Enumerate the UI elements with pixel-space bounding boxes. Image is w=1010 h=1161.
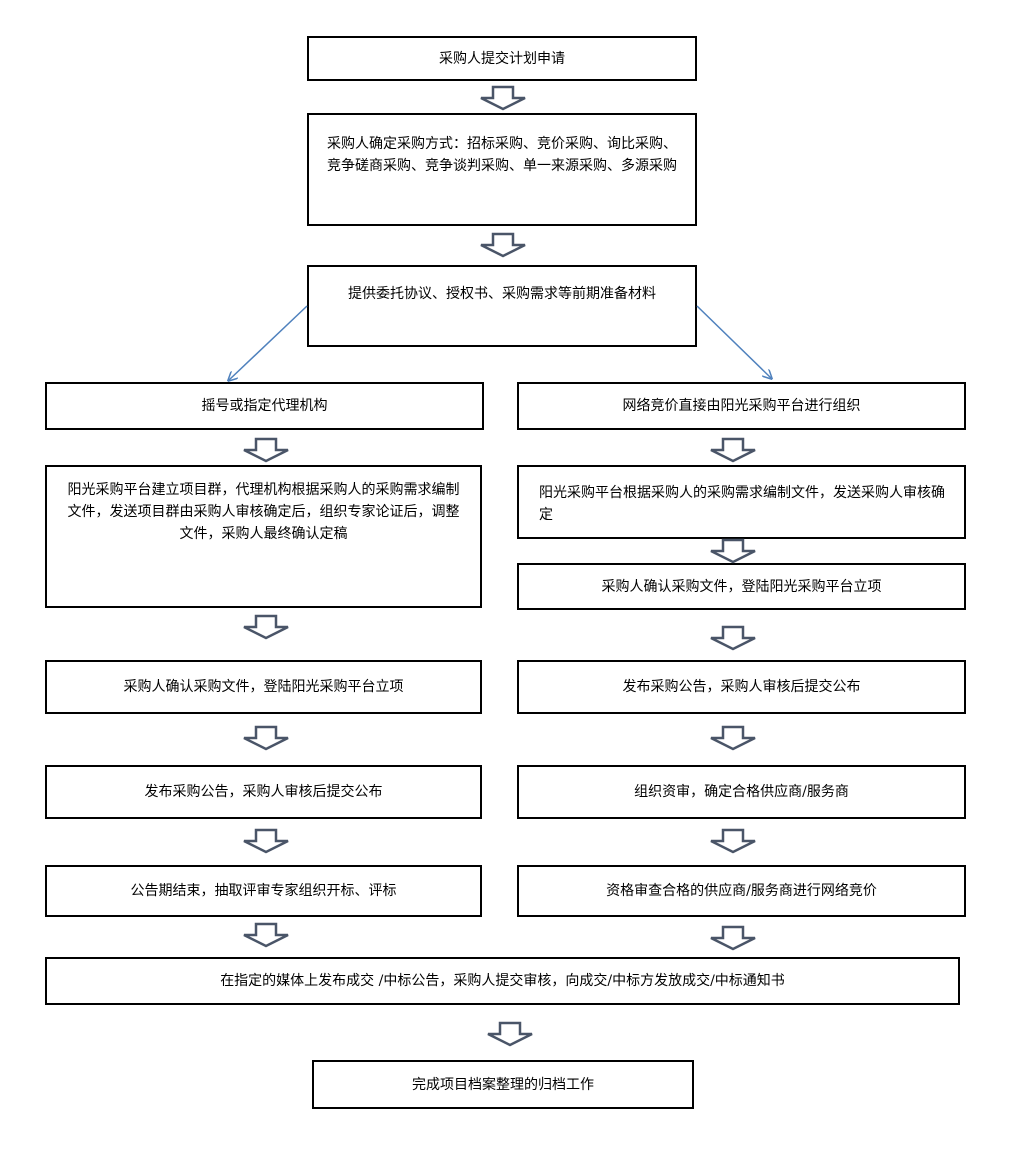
branch-left-arrow-icon bbox=[229, 305, 308, 380]
left-prepare-documents: 阳光采购平台建立项目群，代理机构根据采购人的采购需求编制文件，发送项目群由采购人… bbox=[45, 465, 482, 608]
arrow-step2-to-step3-icon bbox=[480, 232, 526, 258]
arrow-right-3-4-icon bbox=[710, 625, 756, 651]
step-prepare-materials: 提供委托协议、授权书、采购需求等前期准备材料 bbox=[307, 265, 697, 347]
right-qualification-review-text: 组织资审，确定合格供应商/服务商 bbox=[634, 784, 849, 800]
step-determine-method-text: 采购人确定采购方式：招标采购、竞价采购、询比采购、竞争磋商采购、竞争谈判采购、单… bbox=[327, 136, 677, 174]
branch-right-arrow-icon bbox=[696, 305, 771, 378]
left-confirm-documents: 采购人确认采购文件，登陆阳光采购平台立项 bbox=[45, 660, 482, 714]
step-submit-plan: 采购人提交计划申请 bbox=[307, 36, 697, 81]
right-prepare-documents-text: 阳光采购平台根据采购人的采购需求编制文件，发送采购人审核确定 bbox=[539, 485, 945, 523]
right-confirm-documents: 采购人确认采购文件，登陆阳光采购平台立项 bbox=[517, 563, 966, 610]
right-publish-announcement: 发布采购公告，采购人审核后提交公布 bbox=[517, 660, 966, 714]
right-confirm-documents-text: 采购人确认采购文件，登陆阳光采购平台立项 bbox=[601, 578, 882, 595]
right-online-bidding: 网络竞价直接由阳光采购平台进行组织 bbox=[517, 382, 966, 430]
right-online-auction: 资格审查合格的供应商/服务商进行网络竞价 bbox=[517, 865, 966, 917]
right-qualification-review: 组织资审，确定合格供应商/服务商 bbox=[517, 765, 966, 819]
final-archive: 完成项目档案整理的归档工作 bbox=[312, 1060, 694, 1109]
arrow-left-5-merge-icon bbox=[243, 922, 289, 948]
right-prepare-documents: 阳光采购平台根据采购人的采购需求编制文件，发送采购人审核确定 bbox=[517, 465, 966, 539]
arrow-right-1-2-icon bbox=[710, 437, 756, 463]
arrow-right-5-6-icon bbox=[710, 828, 756, 854]
arrow-left-1-2-icon bbox=[243, 437, 289, 463]
arrow-right-6-merge-icon bbox=[710, 925, 756, 951]
left-confirm-documents-text: 采购人确认采购文件，登陆阳光采购平台立项 bbox=[123, 679, 404, 695]
step-submit-plan-text: 采购人提交计划申请 bbox=[439, 50, 565, 67]
arrow-left-4-5-icon bbox=[243, 828, 289, 854]
right-online-bidding-text: 网络竞价直接由阳光采购平台进行组织 bbox=[622, 398, 861, 414]
right-online-auction-text: 资格审查合格的供应商/服务商进行网络竞价 bbox=[606, 883, 877, 899]
arrow-right-4-5-icon bbox=[710, 725, 756, 751]
final-archive-text: 完成项目档案整理的归档工作 bbox=[412, 1076, 594, 1093]
step-prepare-materials-text: 提供委托协议、授权书、采购需求等前期准备材料 bbox=[348, 286, 656, 302]
arrow-right-2-3-icon bbox=[710, 538, 756, 564]
arrow-step1-to-step2-icon bbox=[480, 85, 526, 111]
left-publish-announcement: 发布采购公告，采购人审核后提交公布 bbox=[45, 765, 482, 819]
left-prepare-documents-text: 阳光采购平台建立项目群，代理机构根据采购人的采购需求编制文件，发送项目群由采购人… bbox=[67, 482, 460, 542]
merge-publish-result: 在指定的媒体上发布成交 /中标公告，采购人提交审核，向成交/中标方发放成交/中标… bbox=[45, 957, 960, 1005]
merge-publish-result-text: 在指定的媒体上发布成交 /中标公告，采购人提交审核，向成交/中标方发放成交/中标… bbox=[220, 973, 785, 989]
left-bid-evaluation: 公告期结束，抽取评审专家组织开标、评标 bbox=[45, 865, 482, 917]
left-select-agency-text: 摇号或指定代理机构 bbox=[201, 398, 328, 414]
left-publish-announcement-text: 发布采购公告，采购人审核后提交公布 bbox=[144, 784, 383, 800]
arrow-merge-to-final-icon bbox=[487, 1021, 533, 1047]
right-publish-announcement-text: 发布采购公告，采购人审核后提交公布 bbox=[622, 679, 861, 695]
step-determine-method: 采购人确定采购方式：招标采购、竞价采购、询比采购、竞争磋商采购、竞争谈判采购、单… bbox=[307, 113, 697, 226]
arrow-left-3-4-icon bbox=[243, 725, 289, 751]
arrow-left-2-3-icon bbox=[243, 614, 289, 640]
left-select-agency: 摇号或指定代理机构 bbox=[45, 382, 484, 430]
left-bid-evaluation-text: 公告期结束，抽取评审专家组织开标、评标 bbox=[130, 883, 397, 899]
